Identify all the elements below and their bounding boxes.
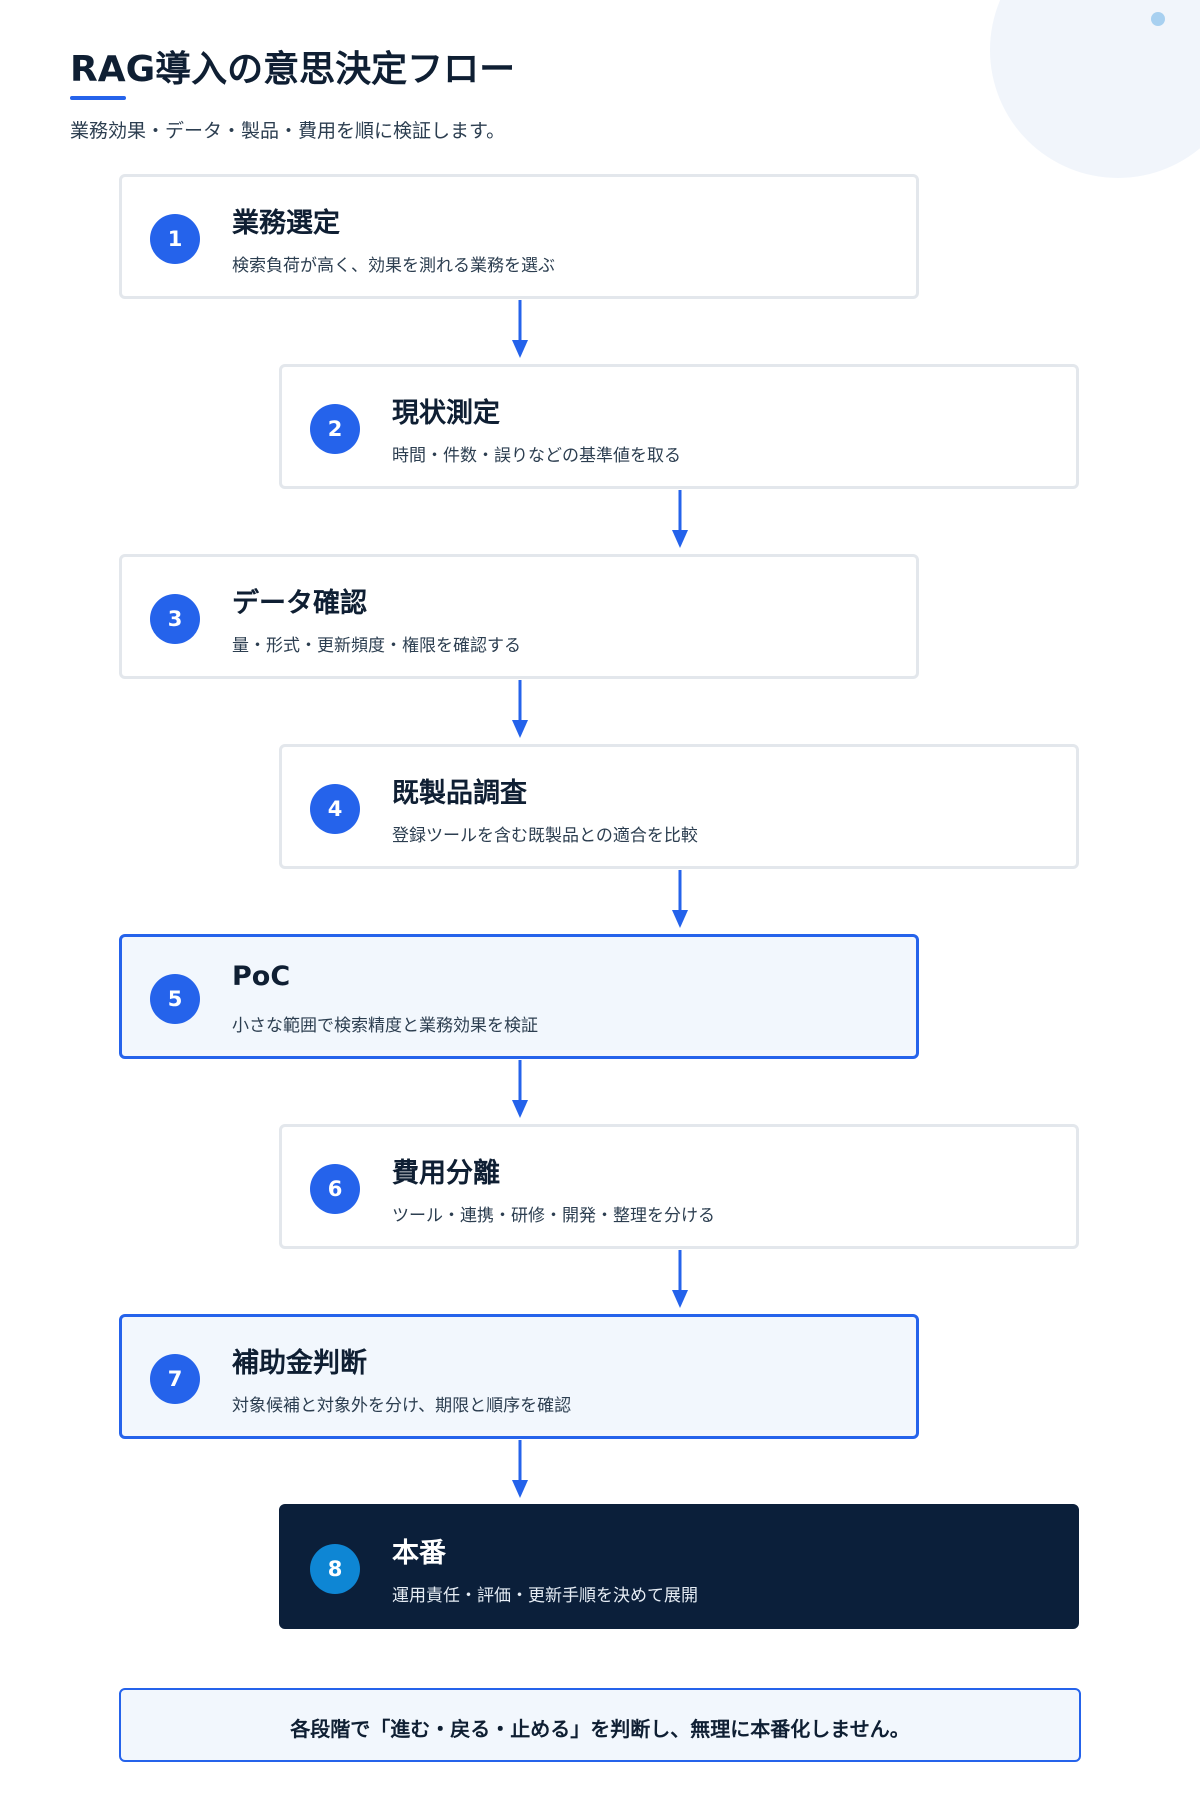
step-description: 検索負荷が高く、効果を測れる業務を選ぶ <box>232 256 555 276</box>
step-description: ツール・連携・研修・開発・整理を分ける <box>392 1206 715 1226</box>
step-card-7: 7 補助金判断 対象候補と対象外を分け、期限と順序を確認 <box>119 1314 919 1439</box>
decorative-dot <box>1151 12 1165 26</box>
step-number-badge: 4 <box>310 784 360 834</box>
step-description: 運用責任・評価・更新手順を決めて展開 <box>392 1586 698 1606</box>
step-card-4: 4 既製品調査 登録ツールを含む既製品との適合を比較 <box>279 744 1079 869</box>
arrow-down-icon <box>672 870 688 928</box>
step-number-badge: 7 <box>150 1354 200 1404</box>
step-description: 時間・件数・誤りなどの基準値を取る <box>392 446 681 466</box>
step-title: 業務選定 <box>232 208 340 239</box>
step-card-3: 3 データ確認 量・形式・更新頻度・権限を確認する <box>119 554 919 679</box>
step-title: 補助金判断 <box>232 1348 367 1379</box>
arrow-down-icon <box>672 1250 688 1308</box>
footer-note: 各段階で「進む・戻る・止める」を判断し、無理に本番化しません。 <box>290 1717 910 1741</box>
step-description: 小さな範囲で検索精度と業務効果を検証 <box>232 1016 538 1036</box>
step-title: データ確認 <box>232 588 367 619</box>
step-number-badge: 2 <box>310 404 360 454</box>
title-underline <box>70 96 126 100</box>
step-number-badge: 8 <box>310 1544 360 1594</box>
arrow-down-icon <box>512 1440 528 1498</box>
arrow-down-icon <box>512 300 528 358</box>
step-number-badge: 6 <box>310 1164 360 1214</box>
step-card-8: 8 本番 運用責任・評価・更新手順を決めて展開 <box>279 1504 1079 1629</box>
step-number-badge: 1 <box>150 214 200 264</box>
step-title: 現状測定 <box>392 398 500 429</box>
arrow-down-icon <box>512 1060 528 1118</box>
step-card-6: 6 費用分離 ツール・連携・研修・開発・整理を分ける <box>279 1124 1079 1249</box>
arrow-down-icon <box>672 490 688 548</box>
step-title: 既製品調査 <box>392 778 527 809</box>
page-subtitle: 業務効果・データ・製品・費用を順に検証します。 <box>70 120 506 142</box>
footer-note-box: 各段階で「進む・戻る・止める」を判断し、無理に本番化しません。 <box>119 1688 1081 1762</box>
step-title: 費用分離 <box>392 1158 500 1189</box>
step-card-1: 1 業務選定 検索負荷が高く、効果を測れる業務を選ぶ <box>119 174 919 299</box>
step-card-5: 5 PoC 小さな範囲で検索精度と業務効果を検証 <box>119 934 919 1059</box>
page-title: RAG導入の意思決定フロー <box>70 49 516 90</box>
step-description: 登録ツールを含む既製品との適合を比較 <box>392 826 698 846</box>
decorative-circle <box>990 0 1200 178</box>
step-title: PoC <box>232 961 291 992</box>
step-number-badge: 3 <box>150 594 200 644</box>
step-card-2: 2 現状測定 時間・件数・誤りなどの基準値を取る <box>279 364 1079 489</box>
step-title: 本番 <box>392 1538 446 1569</box>
arrow-down-icon <box>512 680 528 738</box>
step-description: 量・形式・更新頻度・権限を確認する <box>232 636 521 656</box>
step-description: 対象候補と対象外を分け、期限と順序を確認 <box>232 1396 572 1416</box>
step-number-badge: 5 <box>150 974 200 1024</box>
